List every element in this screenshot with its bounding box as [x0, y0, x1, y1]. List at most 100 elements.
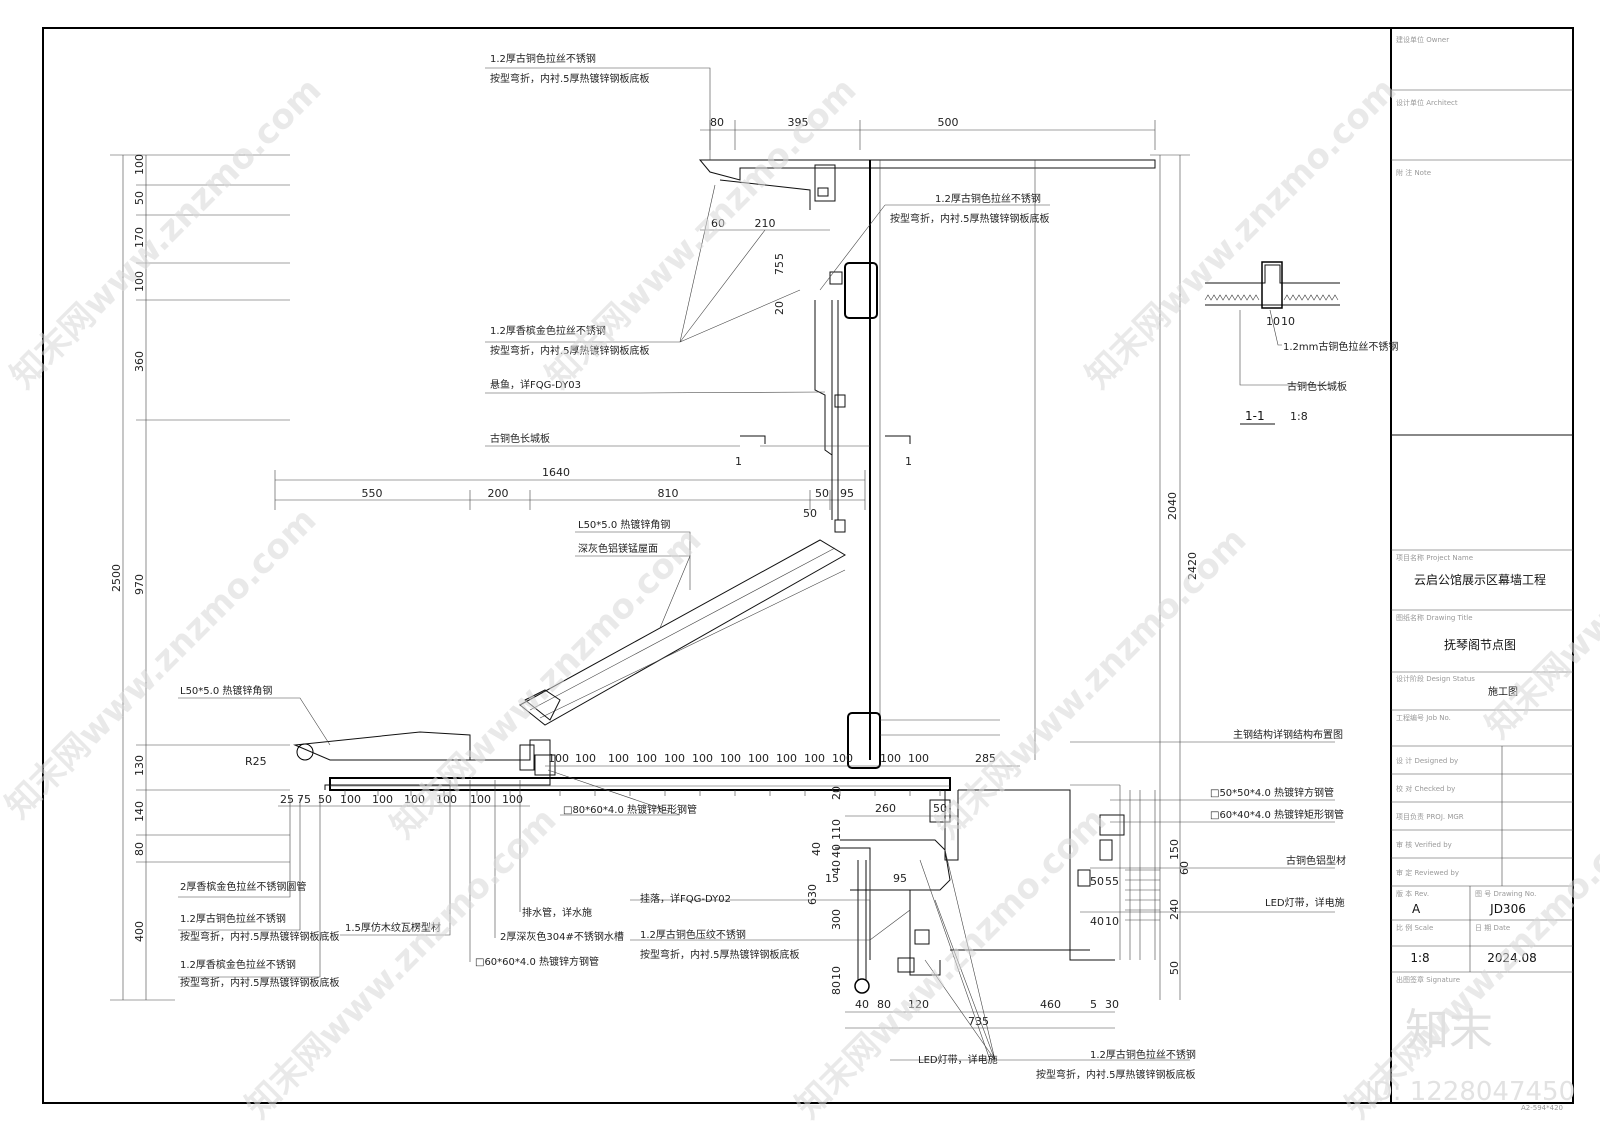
dim-span-810: 810: [658, 487, 679, 500]
note-top-2: 按型弯折，内衬.5厚热镀锌钢板底板: [490, 72, 650, 85]
svg-text:75: 75: [297, 793, 311, 806]
signature-label: 出图签章 Signature: [1396, 975, 1460, 984]
sheet-size: A2-594*420: [1521, 1104, 1563, 1112]
svg-text:80: 80: [830, 981, 843, 995]
svg-text:120: 120: [908, 998, 929, 1011]
left-vertical-dimensions: 100 50 170 100 360 970 130 140 80 400 25…: [110, 154, 290, 1001]
svg-text:50: 50: [318, 793, 332, 806]
pm-label: 项目负责 PROJ. MGR: [1396, 812, 1464, 821]
svg-text:10: 10: [830, 966, 843, 980]
svg-text:10: 10: [1281, 315, 1295, 328]
drawing-title-label: 图纸名称 Drawing Title: [1396, 613, 1473, 622]
svg-text:50: 50: [933, 802, 947, 815]
dim-v-100: 100: [133, 154, 146, 175]
sheet-border: [42, 27, 1574, 1104]
svg-text:40: 40: [1090, 915, 1104, 928]
dim-top-395: 395: [788, 116, 809, 129]
right-vertical-dimensions: 2040 2420: [1150, 154, 1199, 1000]
project-label: 项目名称 Project Name: [1396, 553, 1473, 562]
note-angle-top: L50*5.0 热镀锌角钢: [578, 518, 670, 531]
drawing-no-label: 图 号 Drawing No.: [1475, 890, 1536, 898]
note-wood: 1.5厚仿木纹瓦楞型材: [345, 921, 441, 934]
svg-text:100: 100: [575, 752, 596, 765]
svg-text:100: 100: [502, 793, 523, 806]
soffit-dimension-rows: 100 100 100 100 100 100 100 100 100 100 …: [278, 752, 1020, 807]
svg-text:100: 100: [470, 793, 491, 806]
svg-text:50: 50: [1090, 875, 1104, 888]
job-no-label: 工程编号 Job No.: [1396, 713, 1451, 722]
svg-text:5: 5: [773, 253, 786, 260]
watermark-1: 知末网www.znzmo.com: [3, 70, 329, 396]
dim-v-360: 360: [133, 351, 146, 372]
svg-text:100: 100: [404, 793, 425, 806]
note-hang2: 挂落，详FQG-DY02: [640, 892, 731, 905]
svg-text:40: 40: [830, 860, 843, 874]
svg-text:20: 20: [830, 786, 843, 800]
lower-dimensions: 260 50 15 95 40 20 110 40 40 300 10 80 6…: [806, 786, 1119, 1029]
svg-text:100: 100: [692, 752, 713, 765]
dim-v-130: 130: [133, 755, 146, 776]
svg-text:150: 150: [1168, 839, 1181, 860]
note-tube5050: □50*50*4.0 热镀锌方钢管: [1210, 786, 1334, 799]
note-angle-left: L50*5.0 热镀锌角钢: [180, 684, 272, 697]
svg-text:10: 10: [1266, 315, 1280, 328]
svg-text:110: 110: [830, 819, 843, 840]
section-scale: 1:8: [1290, 410, 1308, 423]
note-bl-gold-1: 1.2厚香槟金色拉丝不锈钢: [180, 958, 296, 971]
note-tube6040: □60*40*4.0 热镀锌矩形钢管: [1210, 808, 1344, 821]
svg-text:100: 100: [804, 752, 825, 765]
soffit-fasteners: [344, 790, 941, 796]
svg-text:100: 100: [340, 793, 361, 806]
project-name: 云启公馆展示区幕墙工程: [1414, 572, 1546, 587]
svg-text:10: 10: [1105, 915, 1119, 928]
watermark-4: 知末网www.znzmo.com: [0, 500, 324, 826]
detail-panel: 古铜色长城板: [1287, 380, 1347, 393]
dim-v-2500: 2500: [110, 564, 123, 592]
checked-label: 校 对 Checked by: [1396, 784, 1455, 793]
drawing-title: 抚琴阁节点图: [1444, 638, 1516, 652]
dim-span-200: 200: [488, 487, 509, 500]
dim-v-2420: 2420: [1186, 552, 1199, 580]
top-dimensions: 80 395 500 60 210 1640 550 200 810 50 95…: [274, 116, 1156, 520]
callout-leaders: [178, 67, 1335, 1061]
brand-logo: 知末: [1405, 1005, 1493, 1056]
svg-text:100: 100: [748, 752, 769, 765]
svg-text:50: 50: [1168, 961, 1181, 975]
r25-label: R25: [245, 755, 267, 768]
scale-label: 比 例 Scale: [1396, 923, 1433, 932]
scale-value: 1:8: [1410, 951, 1429, 965]
section-label: 1-1: [1245, 409, 1265, 423]
dim-v-970: 970: [133, 574, 146, 595]
dim-mid-210: 210: [755, 217, 776, 230]
svg-text:100: 100: [372, 793, 393, 806]
image-id: ID: 1228047450: [1365, 1077, 1575, 1107]
note-press-2: 按型弯折，内衬.5厚热镀锌钢板底板: [640, 948, 800, 961]
note-pipe-gold: 2厚香槟金色拉丝不锈钢圆管: [180, 880, 306, 893]
note-drain: 排水管，详水施: [522, 906, 592, 919]
svg-text:30: 30: [1105, 998, 1119, 1011]
watermark-5: 知末网www.znzmo.com: [383, 520, 709, 846]
note-hang: 悬鱼，详FQG-DY03: [490, 378, 581, 391]
note-bl-gold-2: 按型弯折，内衬.5厚热镀锌钢板底板: [180, 976, 340, 989]
design-status-label: 设计阶段 Design Status: [1396, 674, 1475, 683]
note-panel: 古铜色长城板: [490, 432, 550, 445]
dim-span-95: 95: [840, 487, 854, 500]
dim-v-400: 400: [133, 921, 146, 942]
owner-label: 建设单位 Owner: [1396, 35, 1449, 44]
verified-label: 审 核 Verified by: [1396, 840, 1452, 849]
note-top-1: 1.2厚古铜色拉丝不锈钢: [490, 52, 596, 65]
note-led-2: LED灯带，详电施: [1265, 896, 1345, 909]
svg-text:100: 100: [548, 752, 569, 765]
reviewed-label: 审 定 Reviewed by: [1396, 868, 1459, 877]
title-block: 建设单位 Owner 设计单位 Architect 附 注 Note 项目名称 …: [1391, 35, 1573, 1112]
svg-text:95: 95: [893, 872, 907, 885]
svg-text:40: 40: [830, 844, 843, 858]
note-led-1: LED灯带，详电施: [918, 1053, 998, 1066]
svg-text:735: 735: [968, 1015, 989, 1028]
note-mid-2: 按型弯折，内衬.5厚热镀锌钢板底板: [890, 212, 1050, 225]
svg-text:100: 100: [720, 752, 741, 765]
svg-text:40: 40: [810, 842, 823, 856]
svg-text:55: 55: [1105, 875, 1119, 888]
date-value: 2024.08: [1487, 951, 1537, 965]
